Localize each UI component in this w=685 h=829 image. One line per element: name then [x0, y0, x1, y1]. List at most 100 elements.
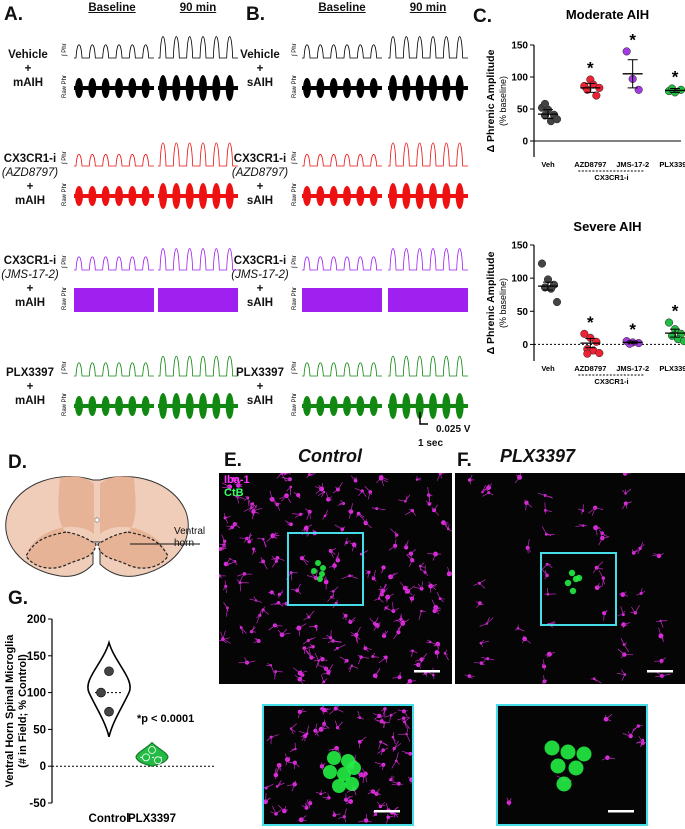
microglia-cell — [333, 482, 343, 493]
microglia-cell — [447, 567, 452, 577]
microglia-cell — [637, 736, 646, 745]
significance-star: * — [629, 320, 636, 339]
microglia-cell — [394, 616, 406, 622]
integrated-trace-0-2-1 — [158, 249, 238, 270]
plx3397-micrograph — [455, 473, 685, 684]
raw-trace-0-1-1-burst — [212, 183, 220, 209]
microglia-cell — [480, 640, 489, 647]
microglia-cell — [224, 513, 231, 523]
y-tick-label: 50 — [517, 105, 529, 116]
raw-trace-0-0-1-burst — [172, 75, 180, 101]
subgroup-label: CX3CR1-i — [594, 173, 628, 182]
microglia-cell — [593, 562, 603, 573]
y-axis-sublabel: (% baseline) — [498, 76, 508, 126]
raw-trace-1-0-0-burst — [316, 78, 324, 98]
microglia-cell — [542, 526, 554, 535]
raw-trace-0-3-0-burst — [142, 396, 150, 416]
microglia-cell — [276, 780, 285, 788]
y-tick-label: -50 — [29, 798, 46, 810]
microglia-cell — [515, 625, 524, 632]
microglia-cell — [388, 573, 398, 579]
microglia-cell — [237, 572, 252, 581]
raw-trace-0-1-0-burst — [102, 186, 110, 206]
microglia-cell — [617, 670, 626, 681]
microglia-cell — [221, 631, 231, 644]
ctb-motoneuron — [565, 580, 571, 586]
integrated-trace-0-3-0 — [74, 363, 154, 376]
integrated-trace-1-2-1 — [388, 249, 468, 270]
microglia-cell — [274, 499, 281, 510]
microglia-cell — [267, 735, 279, 745]
microglia-cell — [406, 679, 416, 684]
microglia-cell — [291, 584, 301, 594]
microglia-cell — [302, 646, 309, 654]
microglia-cell — [330, 587, 338, 597]
microglia-cell — [655, 672, 670, 678]
microglia-cell — [250, 597, 262, 603]
microglia-cell — [392, 672, 401, 679]
x-tick-label: PLX3397 — [659, 160, 685, 169]
data-point — [593, 92, 601, 100]
microglia-cell — [308, 799, 313, 808]
integrated-trace-0-0-1 — [158, 37, 238, 58]
microglia-cell — [619, 592, 628, 597]
microglia-cell — [588, 506, 602, 516]
microglia-cell — [658, 628, 663, 642]
microglia-cell — [621, 638, 629, 652]
microglia-cell — [309, 625, 318, 632]
microglia-cell — [329, 706, 343, 714]
spinal-cord-diagram — [0, 464, 215, 584]
microglia-cell — [362, 517, 372, 528]
integrated-trace-1-0-1 — [388, 37, 468, 58]
y-axis-sublabel: (# in Field; % Control) — [17, 654, 29, 768]
panel-e-title: Control — [298, 446, 362, 467]
microglia-cell — [428, 668, 435, 679]
microglia-cell — [285, 521, 293, 526]
raw-trace-0-1-0-burst — [75, 186, 83, 206]
microglia-cell — [288, 761, 299, 770]
microglia-cell — [602, 755, 615, 760]
raw-trace-1-0-0-burst — [370, 78, 378, 98]
microglia-cell — [298, 816, 307, 823]
raw-trace-1-3-0-burst — [356, 396, 364, 416]
x-tick-label: AZD8797 — [574, 160, 606, 169]
microglia-cell — [322, 794, 330, 800]
raw-trace-1-1-1-burst — [456, 183, 464, 209]
microglia-cell — [372, 507, 385, 510]
microglia-cell — [336, 553, 340, 563]
microglia-cell — [259, 557, 267, 569]
microglia-cell — [228, 522, 239, 530]
raw-trace-0-3-0-burst — [88, 396, 96, 416]
data-point — [538, 260, 546, 268]
microglia-cell — [373, 668, 380, 678]
microglia-cell — [314, 656, 328, 661]
microglia-cell — [630, 605, 639, 614]
microglia-cell — [271, 601, 284, 606]
microglia-cell — [507, 798, 512, 806]
microglia-cell — [544, 588, 556, 596]
x-tick-label: Control — [89, 813, 130, 825]
microglia-cell — [295, 624, 306, 636]
microglia-cell — [432, 505, 439, 516]
ctb-legend: CtB — [224, 487, 244, 499]
microglia-cell — [405, 509, 415, 516]
raw-trace-0-0-0-burst — [75, 78, 83, 98]
microglia-cell — [358, 655, 369, 664]
ctb-motoneuron — [317, 576, 323, 582]
x-tick-label: Veh — [541, 364, 555, 373]
microglia-cell — [282, 477, 292, 481]
microglia-cell — [621, 622, 630, 628]
microglia-cell — [254, 638, 261, 643]
microglia-cell — [604, 714, 612, 721]
microglia-cell — [474, 661, 485, 665]
raw-trace-1-0-0-burst — [356, 78, 364, 98]
microglia-cell — [356, 512, 364, 518]
microglia-cell — [295, 675, 305, 684]
microglia-cell — [250, 626, 256, 633]
raw-trace-0-3-1-burst — [186, 393, 194, 419]
microglia-cell — [338, 809, 346, 823]
microglia-cell — [409, 595, 414, 603]
raw-trace-0-1-0-burst — [88, 186, 96, 206]
microglia-cell — [476, 601, 483, 607]
